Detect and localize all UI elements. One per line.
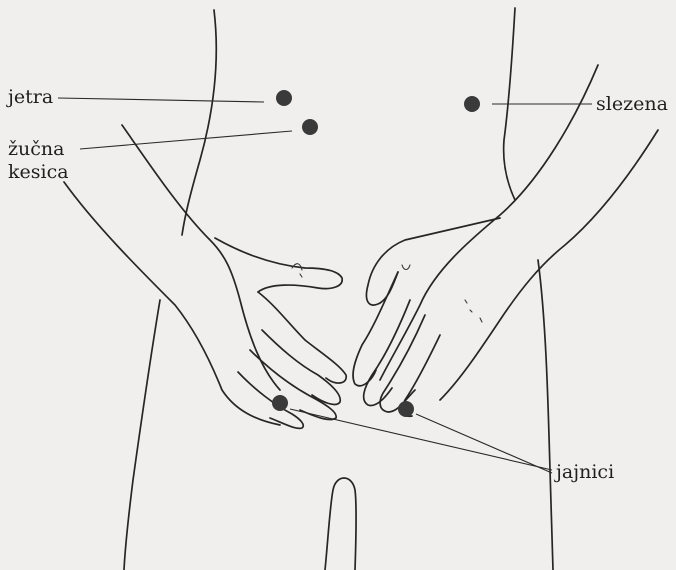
ovary-leader-1 xyxy=(290,409,552,470)
gallbladder-label-line1: žučna xyxy=(8,139,64,160)
left-ovary-point xyxy=(398,401,414,417)
left-hand xyxy=(64,125,346,428)
spleen-label: slezena xyxy=(596,94,668,115)
right-hand xyxy=(353,65,658,416)
ovaries-label: jajnici xyxy=(556,462,614,483)
liver-leader xyxy=(58,98,264,102)
right-ovary-point xyxy=(272,395,288,411)
gallbladder-label-line2: kesica xyxy=(8,162,69,183)
liver-label: jetra xyxy=(8,87,53,108)
torso-outline xyxy=(124,8,553,570)
gallbladder-point xyxy=(302,119,318,135)
gallbladder-leader xyxy=(80,131,292,149)
spleen-point xyxy=(464,96,480,112)
liver-point xyxy=(276,90,292,106)
